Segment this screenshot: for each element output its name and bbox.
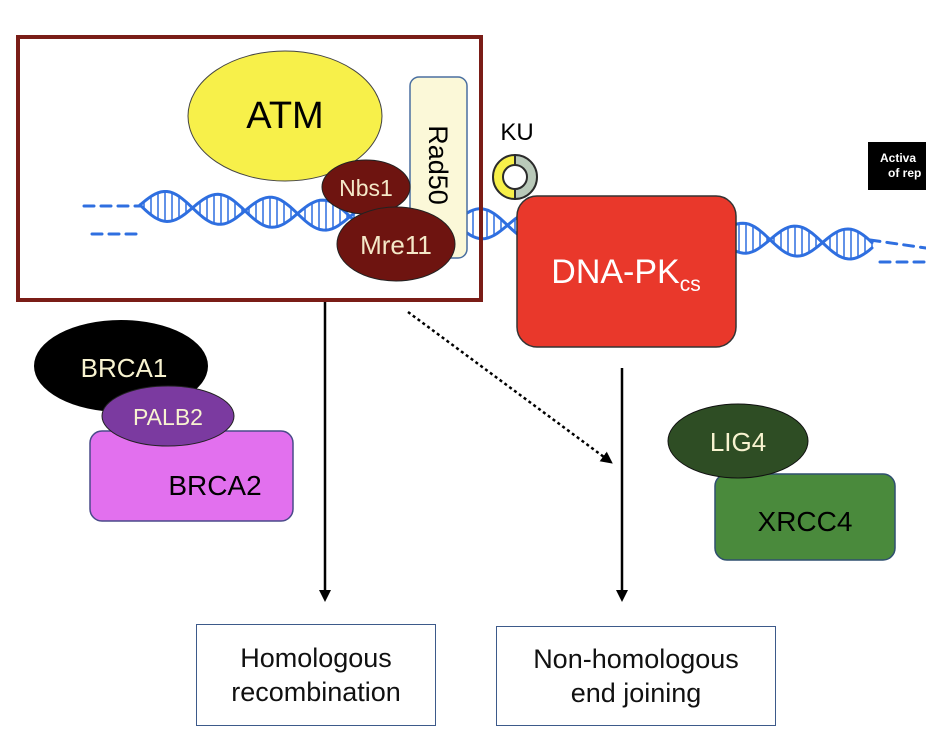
ku-ring — [492, 153, 538, 201]
dnapk-label-main: DNA-PK — [551, 253, 680, 291]
homologous-recombination-box: Homologous recombination — [196, 624, 436, 726]
xrcc4-node — [714, 473, 896, 561]
lig4-label: LIG4 — [710, 427, 766, 457]
rad50-label: Rad50 — [423, 125, 453, 205]
dna-helix — [82, 190, 926, 264]
nhej-line1: Non-homologous — [533, 644, 739, 674]
palb2-label: PALB2 — [133, 404, 203, 430]
atm-node — [187, 50, 383, 182]
palb2-node — [101, 385, 235, 447]
dnapk-label: DNA-PKcs — [551, 253, 700, 296]
corner-label-box — [868, 142, 926, 190]
brca1-label: BRCA1 — [81, 353, 168, 383]
lig4-node — [667, 403, 809, 479]
dnapk-label-sub: cs — [680, 273, 701, 296]
corner-label-line1: Activa — [880, 151, 916, 165]
dnapk-node — [516, 195, 737, 348]
nhej-box: Non-homologous end joining — [496, 626, 776, 726]
corner-label-line2: of rep — [888, 166, 921, 180]
nhej-line2: end joining — [570, 678, 702, 708]
brca2-label: BRCA2 — [168, 470, 261, 501]
ku-label: KU — [500, 119, 533, 146]
xrcc4-label: XRCC4 — [758, 506, 853, 537]
nbs1-label: Nbs1 — [339, 175, 393, 201]
mrn-complex-frame — [16, 35, 483, 302]
mre11-node — [336, 206, 456, 282]
atm-label: ATM — [246, 95, 323, 137]
homologous-line2: recombination — [231, 677, 401, 707]
mre11-label: Mre11 — [360, 230, 432, 260]
homologous-line1: Homologous — [240, 643, 392, 673]
